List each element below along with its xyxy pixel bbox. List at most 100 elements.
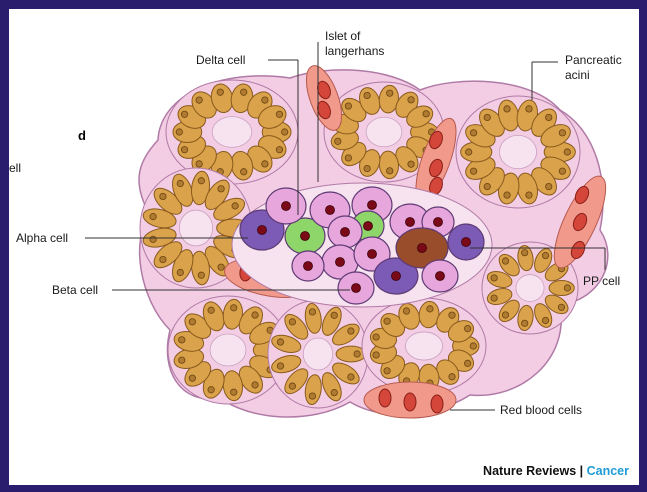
- acinar-nucleus: [309, 393, 315, 399]
- acinar-nucleus: [232, 203, 238, 209]
- beta-cell-nucleus: [336, 258, 345, 267]
- acinar-nucleus: [331, 312, 337, 318]
- acinar-nucleus: [348, 374, 354, 380]
- acinus: [268, 300, 368, 408]
- credit-journal: Nature Reviews: [483, 464, 576, 478]
- acinar-nucleus: [198, 178, 204, 184]
- acinar-nucleus: [282, 129, 288, 135]
- partial-left-label: ell: [9, 161, 21, 175]
- acinar-nucleus: [241, 169, 247, 175]
- acinar-nucleus: [423, 111, 429, 117]
- acinar-nucleus: [502, 312, 508, 318]
- acinar-nucleus: [252, 382, 258, 388]
- panel-letter: d: [78, 128, 86, 143]
- acinar-nucleus: [189, 375, 195, 381]
- acinar-nucleus: [427, 306, 433, 312]
- alpha-cell-label: Alpha cell: [16, 231, 68, 245]
- acinar-nucleus: [181, 111, 187, 117]
- acinar-nucleus: [218, 264, 224, 270]
- alpha-cell-nucleus: [258, 226, 267, 235]
- acinar-nucleus: [345, 155, 351, 161]
- beta-cell-nucleus: [436, 272, 445, 281]
- acinar-nucleus: [526, 106, 532, 112]
- islet-group: [232, 183, 492, 307]
- acinar-nucleus: [217, 89, 223, 95]
- acinar-nucleus: [521, 320, 527, 326]
- acinar-nucleus: [177, 180, 183, 186]
- acinus-lumen: [499, 135, 536, 168]
- acinar-nucleus: [466, 149, 472, 155]
- beta-cell-nucleus: [352, 284, 361, 293]
- red-blood-cells-label: Red blood cells: [500, 403, 582, 417]
- acinar-nucleus: [196, 97, 202, 103]
- acinar-nucleus: [331, 389, 337, 395]
- pp-cell-nucleus: [418, 244, 427, 253]
- acinus-lumen: [179, 210, 212, 246]
- acini-label-line1: Pancreatic: [565, 53, 622, 67]
- acinar-nucleus: [449, 374, 455, 380]
- beta-cell-nucleus: [326, 206, 335, 215]
- red-blood-cell: [404, 393, 416, 411]
- acinar-nucleus: [277, 363, 283, 369]
- credit-section: Cancer: [587, 464, 629, 478]
- acinar-nucleus: [384, 368, 390, 374]
- acinar-nucleus: [470, 343, 476, 349]
- acinar-nucleus: [470, 130, 476, 136]
- acinus: [362, 298, 486, 394]
- beta-cell-nucleus: [406, 218, 415, 227]
- acinar-nucleus: [208, 387, 214, 393]
- acinar-nucleus: [373, 352, 379, 358]
- acinar-nucleus: [218, 186, 224, 192]
- beta-cell-nucleus: [434, 218, 443, 227]
- acinar-nucleus: [179, 337, 185, 343]
- beta-cell-nucleus: [282, 202, 291, 211]
- acinar-nucleus: [160, 256, 166, 262]
- acini-label-line2: acini: [565, 68, 590, 82]
- acinar-nucleus: [373, 334, 379, 340]
- acinar-nucleus: [408, 161, 414, 167]
- acinar-nucleus: [276, 147, 282, 153]
- credit-separator: |: [576, 464, 586, 478]
- beta-cell-nucleus: [368, 201, 377, 210]
- pp-cell-label: PP cell: [583, 274, 620, 288]
- delta-cell-nucleus: [301, 232, 310, 241]
- beta-cell-nucleus: [368, 250, 377, 259]
- acinar-nucleus: [403, 308, 409, 314]
- acinar-nucleus: [252, 312, 258, 318]
- acinar-nucleus: [262, 161, 268, 167]
- acinar-nucleus: [449, 312, 455, 318]
- acinar-nucleus: [241, 89, 247, 95]
- acinar-nucleus: [470, 168, 476, 174]
- acinus: [456, 96, 580, 208]
- acinar-nucleus: [208, 307, 214, 313]
- acinar-nucleus: [364, 92, 370, 98]
- acinar-nucleus: [277, 339, 283, 345]
- acinar-nucleus: [289, 383, 295, 389]
- acinar-nucleus: [559, 130, 565, 136]
- acinus-lumen: [405, 332, 442, 360]
- acinar-nucleus: [196, 161, 202, 167]
- acinar-nucleus: [309, 309, 315, 315]
- acinar-nucleus: [231, 305, 237, 311]
- acinar-nucleus: [542, 252, 548, 258]
- acinar-nucleus: [408, 97, 414, 103]
- acinar-nucleus: [464, 360, 470, 366]
- acinar-nucleus: [198, 272, 204, 278]
- acinar-nucleus: [546, 114, 552, 120]
- acinar-nucleus: [276, 111, 282, 117]
- red-blood-cell: [431, 395, 443, 413]
- acinar-nucleus: [176, 129, 182, 135]
- acinar-nucleus: [150, 213, 156, 219]
- acinar-nucleus: [484, 114, 490, 120]
- delta-cell-nucleus: [364, 222, 373, 231]
- acinar-nucleus: [289, 319, 295, 325]
- acinar-nucleus: [384, 318, 390, 324]
- red-blood-cell: [379, 389, 391, 407]
- islet-label-line2: langerhans: [325, 44, 384, 58]
- acinus-lumen: [303, 338, 332, 370]
- beta-cell-nucleus: [304, 262, 313, 271]
- acinus-lumen: [516, 275, 544, 302]
- figure-credit: Nature Reviews | Cancer: [483, 464, 629, 478]
- acinar-nucleus: [348, 328, 354, 334]
- acinar-nucleus: [484, 183, 490, 189]
